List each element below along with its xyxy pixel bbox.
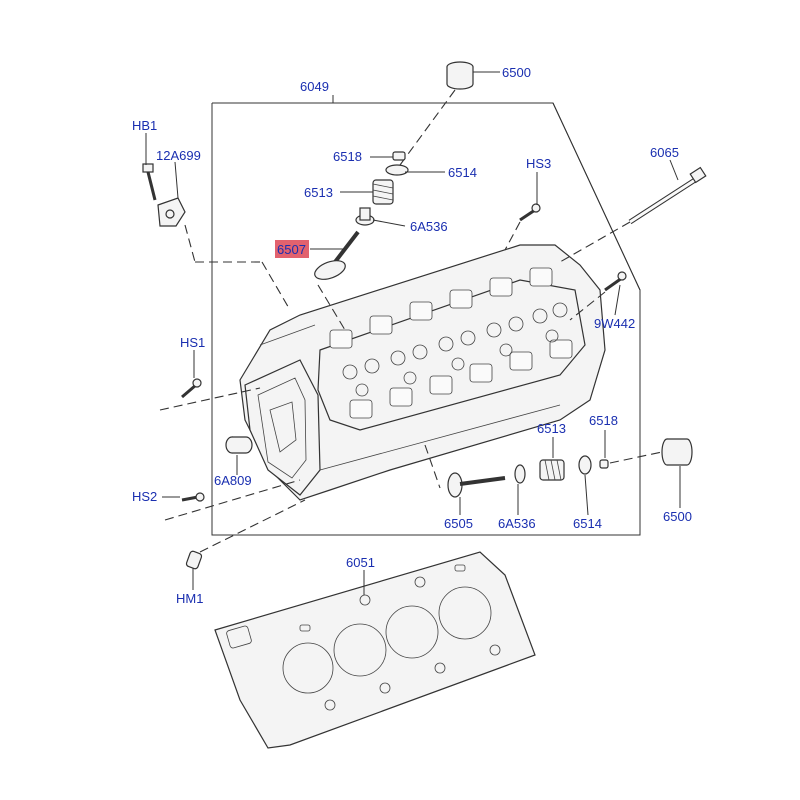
label-6514-top[interactable]: 6514 [448, 165, 477, 180]
label-12a699[interactable]: 12A699 [156, 148, 201, 163]
head-gasket [214, 551, 536, 749]
spring-bottom [539, 459, 565, 481]
label-6507[interactable]: 6507 [277, 242, 306, 257]
highlight-6507 [275, 240, 309, 258]
valve-bottom [447, 472, 506, 498]
label-6a536-bottom[interactable]: 6A536 [498, 516, 536, 531]
label-6a809[interactable]: 6A809 [214, 473, 252, 488]
collets-top [392, 151, 406, 161]
label-9w442[interactable]: 9W442 [594, 316, 635, 331]
label-hm1[interactable]: HM1 [176, 591, 203, 606]
frame-diagonal [552, 102, 641, 291]
tappet-bottom [661, 438, 693, 466]
label-hs1[interactable]: HS1 [180, 335, 205, 350]
assembly-frame [211, 102, 641, 536]
label-6049[interactable]: 6049 [300, 79, 329, 94]
retainer-top [385, 164, 409, 176]
seal-bottom [514, 464, 526, 484]
leader-lines [145, 71, 681, 595]
label-6500-bottom[interactable]: 6500 [663, 509, 692, 524]
spring-top [372, 179, 394, 205]
label-6518-top[interactable]: 6518 [333, 149, 362, 164]
dowel-hm1 [185, 550, 203, 570]
label-6513-top[interactable]: 6513 [304, 185, 333, 200]
collets-bottom [599, 459, 609, 469]
screw-hs3 [519, 203, 541, 222]
seal-top [355, 207, 375, 226]
label-hb1[interactable]: HB1 [132, 118, 157, 133]
label-6051[interactable]: 6051 [346, 555, 375, 570]
screw-hs1 [181, 378, 202, 399]
label-6065[interactable]: 6065 [650, 145, 679, 160]
label-6a536-top[interactable]: 6A536 [410, 219, 448, 234]
plug-6a809 [225, 436, 253, 454]
tappet-top [446, 61, 474, 90]
label-hs2[interactable]: HS2 [132, 489, 157, 504]
label-6500-top[interactable]: 6500 [502, 65, 531, 80]
label-6505[interactable]: 6505 [444, 516, 473, 531]
label-hs3[interactable]: HS3 [526, 156, 551, 171]
bolt-hb1 [142, 163, 157, 201]
head-bolt-6065 [628, 166, 707, 225]
screw-hs2 [181, 492, 205, 502]
stud-9w442 [604, 271, 627, 292]
cylinder-head [239, 244, 606, 501]
label-6518-bottom[interactable]: 6518 [589, 413, 618, 428]
label-6514-bottom[interactable]: 6514 [573, 516, 602, 531]
valve-top [314, 230, 360, 280]
retainer-bottom [578, 455, 592, 475]
label-6513-bottom[interactable]: 6513 [537, 421, 566, 436]
bracket-12a699 [157, 197, 186, 227]
